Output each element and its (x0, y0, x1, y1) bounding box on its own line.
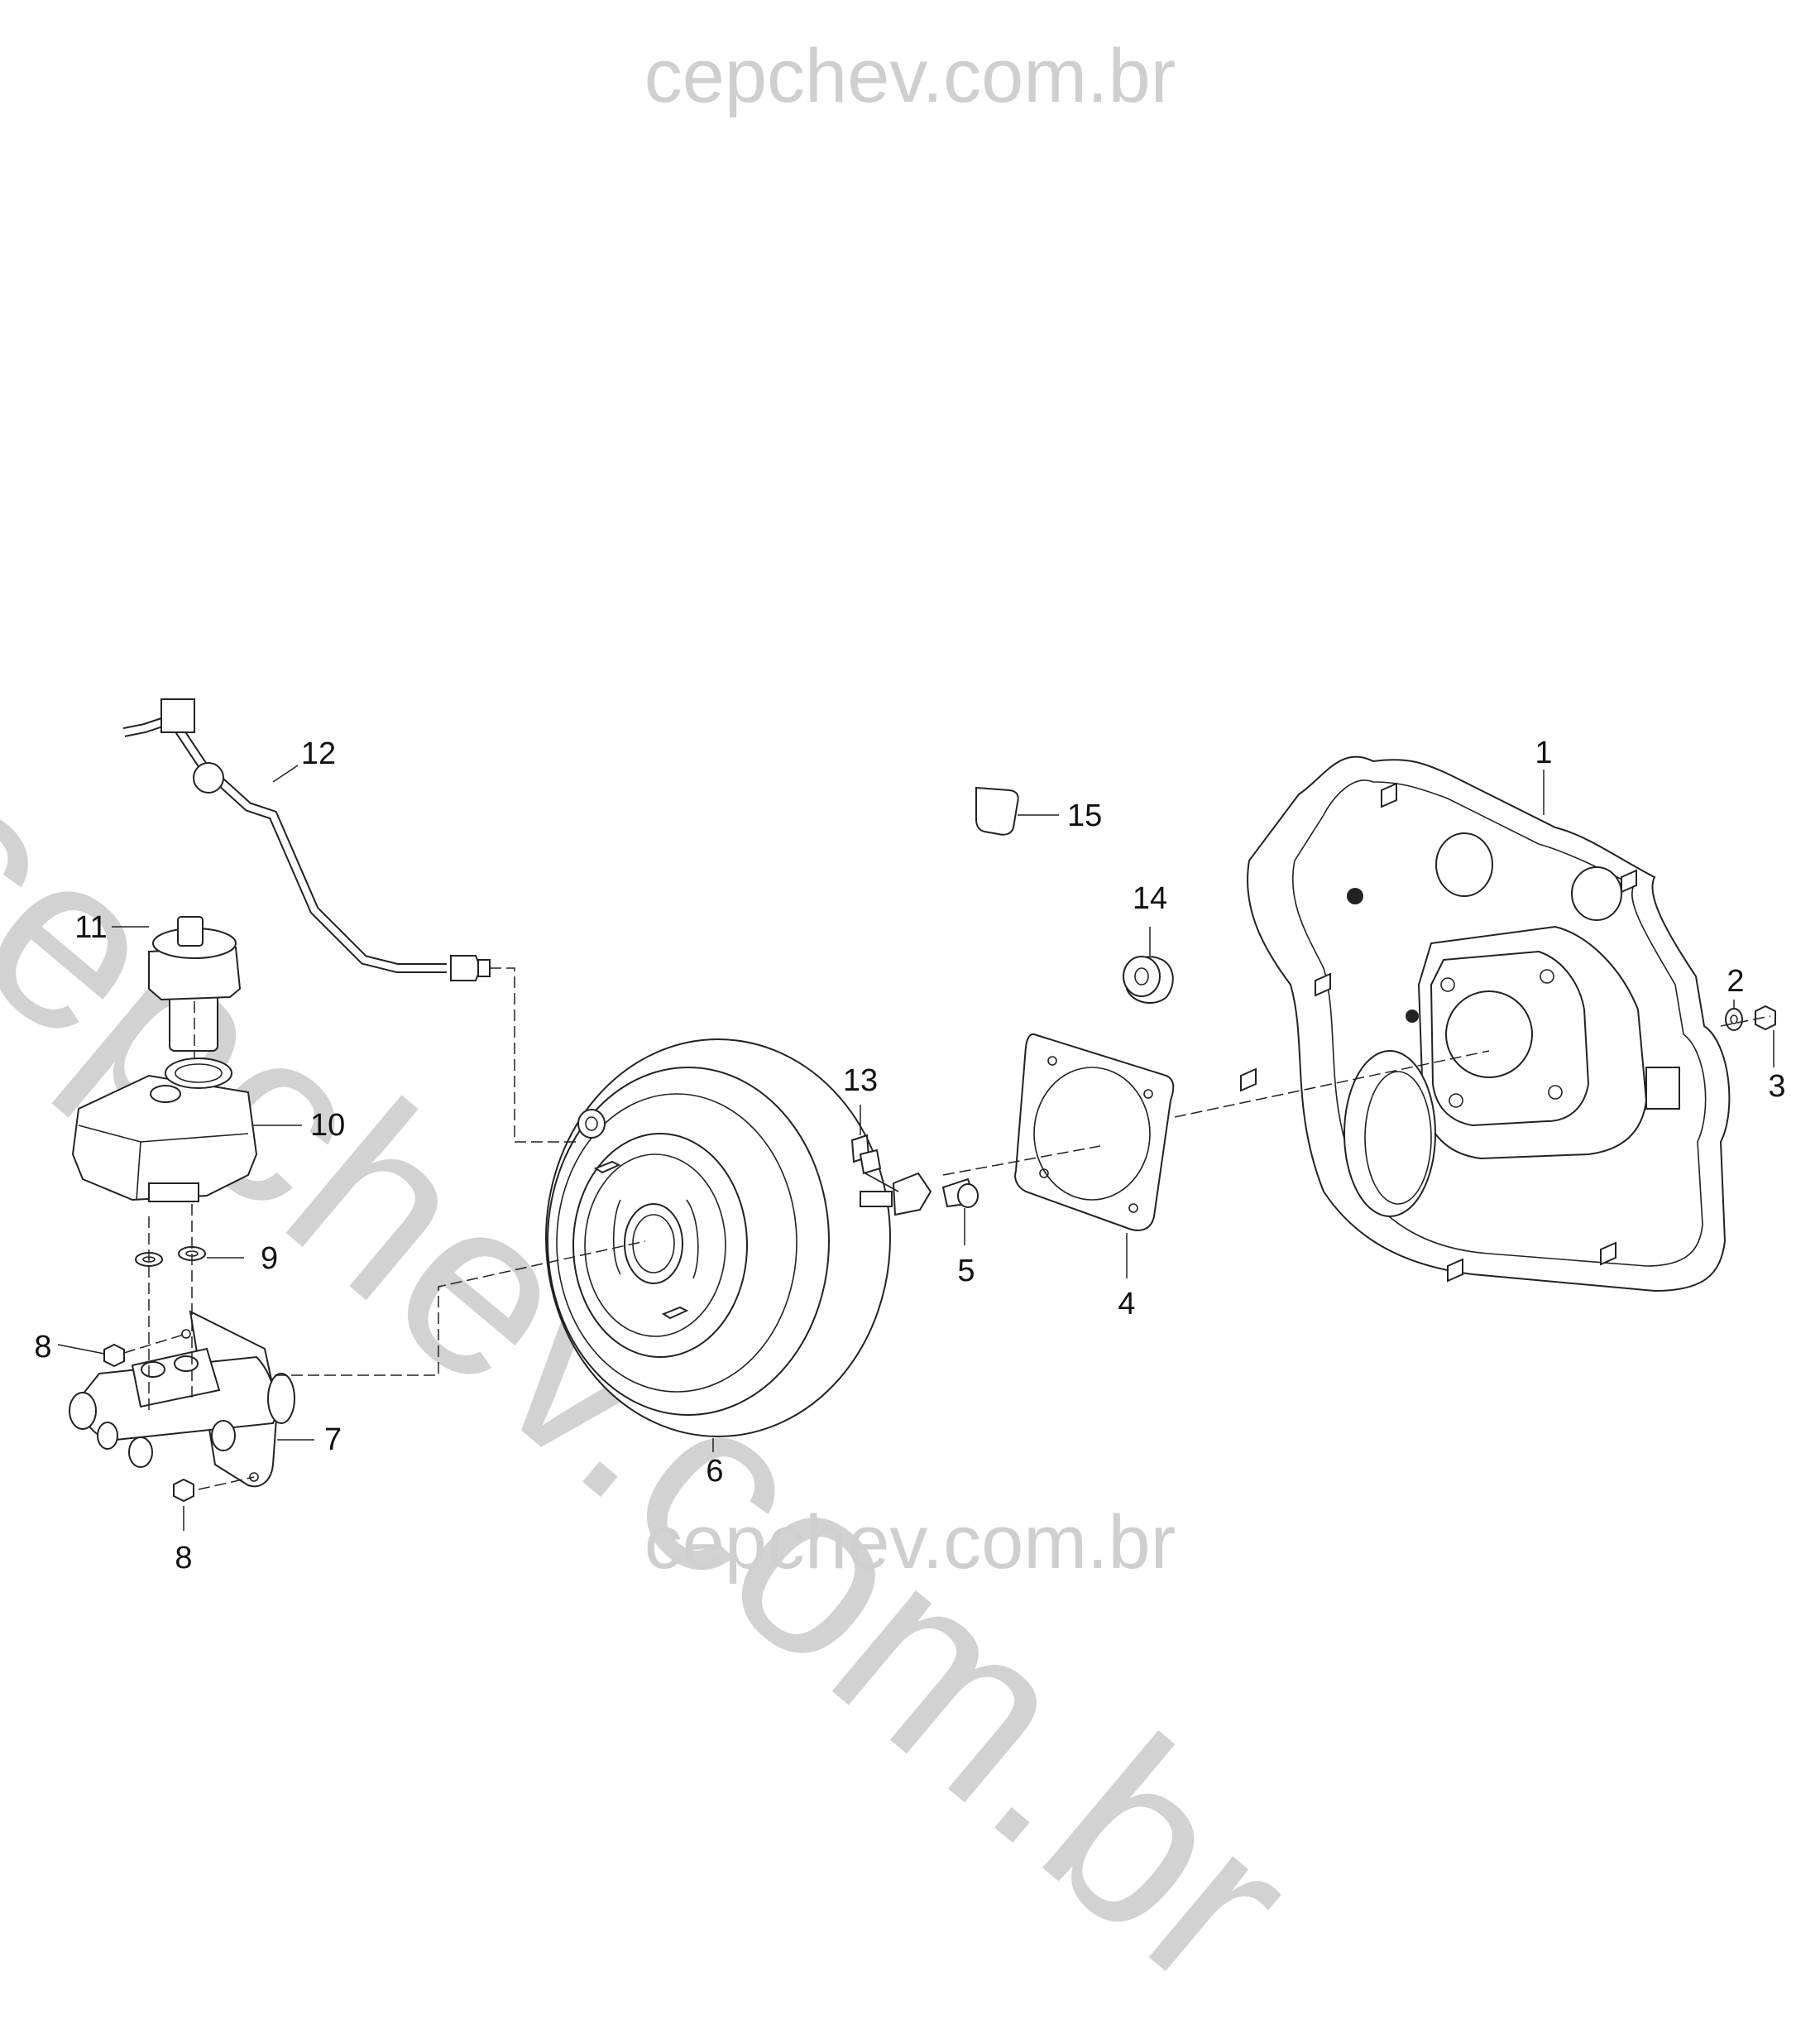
master-cylinder (69, 1310, 295, 1488)
callout-13: 13 (843, 1063, 878, 1098)
spacer-ring (1123, 956, 1174, 1004)
callout-2: 2 (1727, 964, 1744, 999)
callout-1: 1 (1535, 736, 1552, 770)
callout-14: 14 (1133, 881, 1167, 916)
brake-pipe (122, 698, 491, 981)
brake-booster (545, 1038, 893, 1437)
washer (1725, 1008, 1743, 1031)
callout-12: 12 (301, 736, 336, 771)
leader-8a (57, 1344, 105, 1355)
parts-diagram: cepchev.com.br cepchev.com.br cepchev.co… (0, 34, 1786, 2040)
callout-6: 6 (706, 1454, 723, 1489)
reservoir-seals (135, 1246, 206, 1267)
callout-8a: 8 (34, 1330, 51, 1364)
gasket (1014, 1033, 1175, 1231)
bulkhead-panel (1240, 755, 1731, 1292)
mounting-nut-lower (173, 1478, 194, 1503)
callout-3: 3 (1768, 1069, 1785, 1104)
callout-15: 15 (1067, 798, 1102, 833)
callout-8b: 8 (175, 1541, 192, 1575)
mounting-nut-upper (103, 1343, 125, 1368)
reservoir-cap (148, 916, 242, 1052)
callout-7: 7 (324, 1422, 342, 1457)
leader-12 (272, 765, 299, 783)
nut (1755, 1005, 1776, 1031)
cap (975, 786, 1019, 836)
callout-5: 5 (957, 1254, 975, 1288)
diagram-drawing: 1 2 3 4 5 6 7 8 8 9 10 11 12 13 14 15 (34, 698, 1786, 1575)
callout-9: 9 (261, 1241, 278, 1276)
pushrod-clevis (850, 1134, 932, 1216)
fluid-reservoir (71, 1057, 258, 1202)
watermark-top: cepchev.com.br (644, 34, 1176, 118)
callout-10: 10 (310, 1108, 345, 1143)
callout-11: 11 (74, 910, 107, 945)
watermark-bottom: cepchev.com.br (644, 1500, 1176, 1585)
callout-4: 4 (1118, 1287, 1135, 1321)
clevis-pin (941, 1177, 979, 1208)
